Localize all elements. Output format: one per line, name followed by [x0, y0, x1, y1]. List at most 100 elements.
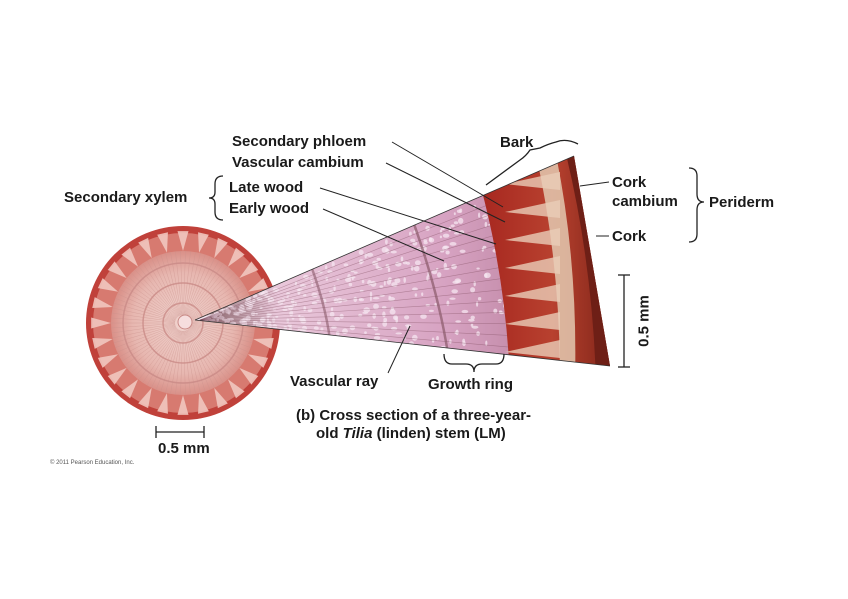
xylem-vessel	[291, 317, 295, 320]
xylem-vessel	[244, 300, 251, 307]
wood-ray	[186, 260, 220, 317]
wood-ray	[121, 284, 177, 319]
xylem-vessel	[353, 296, 358, 303]
wood-ray	[190, 323, 255, 329]
xylem-vessel	[412, 241, 418, 246]
scale-bars	[155, 274, 630, 438]
xylem-vessel	[334, 316, 341, 321]
wood-ray	[189, 327, 242, 366]
xylem-vessel	[239, 305, 242, 308]
wood-ray	[175, 251, 183, 316]
xylem-vessel	[428, 309, 434, 312]
xylem-vessel	[371, 326, 376, 329]
wood-ray	[119, 289, 177, 320]
xylem-vessel	[298, 314, 301, 318]
phloem-ray	[92, 297, 113, 308]
xylem-vessel	[359, 289, 364, 292]
leader-cork-cambium	[579, 181, 610, 187]
xylem-vessel	[391, 326, 398, 331]
wood-ray	[183, 251, 191, 316]
xylem-vessel	[458, 217, 464, 224]
xylem-vessel	[390, 250, 397, 254]
phloem-ray	[239, 367, 259, 385]
wood-ray	[151, 258, 180, 316]
xylem-vessel	[423, 239, 428, 243]
wood-ray	[111, 312, 176, 323]
xylem-vessel	[482, 245, 487, 249]
xylem-vessel	[255, 312, 258, 316]
leader-lines	[319, 141, 610, 374]
xylem-vessel	[497, 299, 502, 303]
xylem-vessel	[484, 221, 488, 228]
xylem-vessel	[434, 302, 438, 307]
brace-secondary-xylem	[208, 175, 224, 221]
xylem-vessel	[216, 317, 219, 322]
wood-ray	[184, 253, 201, 316]
wood-ray	[146, 329, 180, 386]
label-scale-vertical: 0.5 mm	[635, 295, 653, 347]
xylem-vessel	[413, 265, 420, 272]
xylem-vessel	[431, 269, 438, 275]
phloem-ray	[247, 278, 269, 292]
wood-ray	[127, 276, 178, 319]
xylem-vessel	[373, 303, 379, 310]
wood-ray	[187, 329, 228, 380]
xylem-vessel	[208, 318, 216, 322]
xylem-vessel	[459, 249, 466, 253]
wood-ray	[165, 253, 182, 316]
xylem-vessel	[443, 245, 450, 249]
xylem-vessel	[385, 239, 388, 245]
phloem-ray	[214, 237, 228, 259]
xylem-vessel	[379, 285, 384, 288]
xylem-vessel	[259, 306, 263, 309]
xylem-vessel	[414, 260, 421, 266]
xylem-vessel	[395, 261, 402, 267]
wood-ray	[124, 280, 177, 319]
xylem-vessel	[206, 317, 212, 320]
xylem-vessel	[442, 233, 450, 238]
xylem-vessel	[421, 292, 424, 297]
xylem-vessel	[388, 277, 392, 282]
phloem-ray	[92, 338, 113, 349]
xylem-vessel	[325, 276, 329, 281]
braces	[208, 139, 705, 373]
label-growth-ring: Growth ring	[428, 376, 513, 393]
wood-ray	[185, 254, 206, 316]
xylem-vessel	[498, 310, 503, 313]
wood-ray	[155, 256, 181, 316]
xylem-vessel	[350, 270, 355, 273]
wood-ray	[131, 328, 178, 374]
caption-text-start: old	[316, 425, 343, 442]
xylem-vessel	[266, 318, 269, 323]
xylem-vessel	[287, 323, 292, 327]
phloem-ray	[227, 379, 245, 399]
phloem-ray	[177, 395, 189, 415]
xylem-vessel	[313, 326, 319, 330]
xylem-vessel	[358, 313, 363, 317]
xylem-vessel	[349, 325, 356, 331]
xylem-vessel	[311, 292, 319, 298]
wood-ray	[127, 327, 178, 370]
leader-vascular-cambium	[385, 162, 506, 223]
wood-ray	[190, 324, 254, 339]
xylem-vessel	[292, 303, 295, 306]
caption-line-2: old Tilia (linden) stem (LM)	[316, 425, 506, 443]
leader-vascular-ray	[387, 325, 411, 374]
wood-ray	[190, 326, 249, 353]
wood-ray	[187, 266, 228, 317]
phloem-dilated-ray	[505, 284, 560, 302]
wood-ray	[165, 330, 182, 393]
phloem-ray	[97, 278, 119, 292]
xylem-vessel	[366, 252, 374, 257]
xylem-vessel	[403, 277, 407, 283]
phloem-ray	[239, 261, 259, 279]
xylem-vessel	[329, 311, 335, 317]
xylem-vessel	[333, 285, 336, 292]
xylem-vessel	[484, 272, 491, 279]
xylem-vessel	[286, 296, 290, 299]
xylem-vessel	[426, 275, 429, 282]
xylem-vessel	[428, 237, 433, 242]
xylem-vessel	[395, 332, 403, 335]
wood-ray	[180, 330, 183, 395]
xylem-vessel	[317, 270, 323, 274]
